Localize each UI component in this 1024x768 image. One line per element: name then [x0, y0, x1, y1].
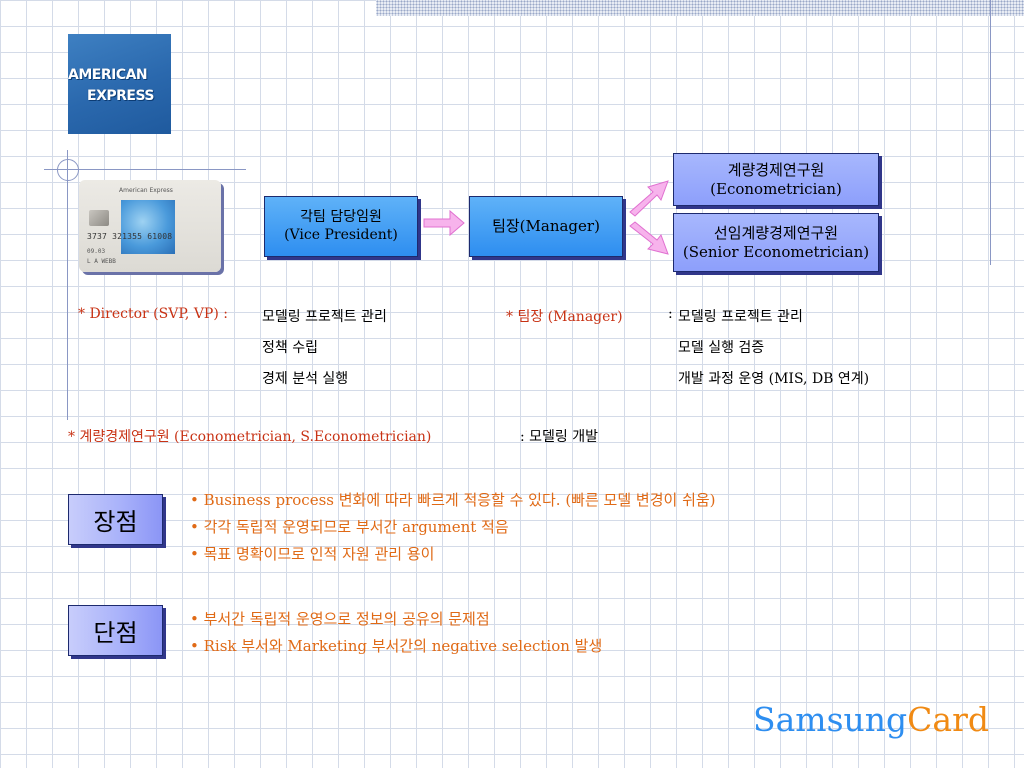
pros-item-2: • 각각 독립적 운영되므로 부서간 argument 적음	[190, 518, 509, 536]
pros-item-1: • Business process 변화에 따라 빠르게 적응할 수 있다. …	[190, 491, 716, 509]
senior-subtitle: (Senior Econometrician)	[682, 242, 870, 261]
director-item-3: 경제 분석 실행	[262, 371, 349, 387]
top-dotted-band	[376, 0, 1024, 16]
manager-label: * 팀장 (Manager)	[506, 309, 623, 325]
card-date: 09.03	[87, 248, 106, 255]
pros-label-box: 장점	[68, 494, 163, 545]
card-brand-text: American Express	[119, 187, 173, 194]
manager-item-1: 모델링 프로젝트 관리	[678, 309, 803, 325]
pros-label: 장점	[93, 508, 138, 536]
manager-title: 팀장(Manager)	[492, 217, 600, 236]
director-item-1: 모델링 프로젝트 관리	[262, 309, 387, 325]
card-holder: L A WEBB	[87, 258, 116, 265]
senior-econometrician-box: 선임계량경제연구원 (Senior Econometrician)	[673, 213, 879, 272]
left-guide-line	[67, 150, 68, 420]
arrow-up-right-icon	[629, 180, 669, 217]
card-number: 3737 321355 61008	[87, 232, 173, 241]
director-label: * Director (SVP, VP) :	[78, 306, 228, 322]
manager-colon: :	[668, 306, 673, 322]
arrow-down-right-icon	[629, 221, 669, 255]
card-chip-icon	[89, 210, 109, 226]
econ-title: 계량경제연구원	[727, 160, 825, 179]
amex-logo: AMERICAN EXPRESS	[68, 34, 171, 134]
vp-title: 각팀 담당임원	[300, 209, 382, 225]
brand-card-text: Card	[907, 700, 989, 739]
credit-card-image: American Express 3737 321355 61008 09.03…	[79, 180, 221, 272]
cons-item-2: • Risk 부서와 Marketing 부서간의 negative selec…	[190, 637, 603, 655]
arrow-right-icon	[423, 209, 465, 237]
cons-label-box: 단점	[68, 605, 163, 656]
pros-item-3: • 목표 명확이므로 인적 자원 관리 용이	[190, 545, 435, 563]
card-center-graphic	[121, 200, 175, 254]
brand-samsung-text: Samsung	[753, 700, 908, 739]
manager-box: 팀장(Manager)	[469, 196, 623, 257]
samsung-card-logo: SamsungCard	[753, 700, 989, 739]
cons-label: 단점	[93, 619, 138, 647]
econometrician-item: : 모델링 개발	[520, 429, 599, 445]
director-item-2: 정책 수립	[262, 340, 318, 356]
right-guide-line	[990, 0, 991, 265]
vp-box: 각팀 담당임원 (Vice President)	[264, 196, 418, 257]
senior-title: 선임계량경제연구원	[713, 223, 839, 242]
econ-subtitle: (Econometrician)	[710, 179, 842, 198]
manager-item-3: 개발 과정 운영 (MIS, DB 연계)	[678, 371, 870, 387]
logo-text-line1: AMERICAN	[68, 67, 148, 83]
vp-subtitle: (Vice President)	[284, 226, 398, 243]
circle-marker-icon	[57, 159, 79, 181]
cons-item-1: • 부서간 독립적 운영으로 정보의 공유의 문제점	[190, 610, 490, 628]
logo-text-line2: EXPRESS	[87, 88, 155, 104]
manager-item-2: 모델 실행 검증	[678, 340, 765, 356]
horizontal-guide-line	[44, 169, 246, 170]
econometrician-box: 계량경제연구원 (Econometrician)	[673, 153, 879, 206]
econometrician-label: * 계량경제연구원 (Econometrician, S.Econometric…	[68, 429, 432, 445]
